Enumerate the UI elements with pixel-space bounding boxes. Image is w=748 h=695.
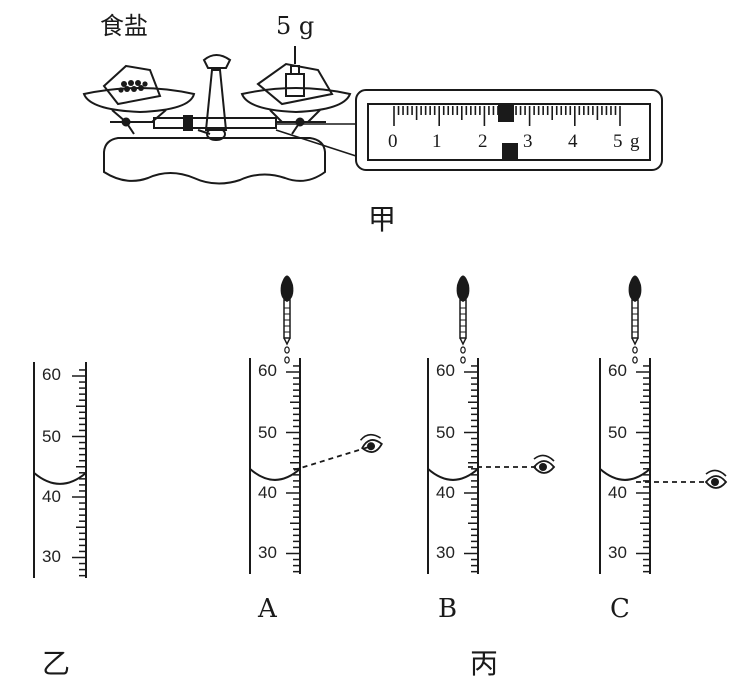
dropper-c: [628, 275, 642, 364]
sight-line-a: [293, 445, 373, 471]
droppers: [280, 275, 642, 364]
rider-marker-top: [498, 104, 514, 122]
beam-tick-5: 5: [613, 131, 623, 152]
c-scale-40: 40: [608, 483, 627, 502]
callout-lines: [275, 123, 357, 157]
dropper-a: [280, 275, 294, 364]
salt-grains: [118, 80, 148, 93]
weight-paper: [256, 62, 334, 106]
balance-rider: [183, 115, 193, 131]
weight-5g: [285, 46, 305, 97]
figure-label-bing: 丙: [470, 647, 499, 680]
salt-label: 食盐: [100, 12, 148, 40]
a-scale-50: 50: [258, 423, 277, 442]
eye-icon-b: [532, 454, 556, 474]
option-c-label: C: [610, 594, 630, 624]
beam-tick-1: 1: [432, 131, 442, 152]
yi-scale-60: 60: [42, 365, 61, 384]
cylinder-b-meniscus: [427, 468, 479, 481]
eye-icon-c: [704, 469, 728, 489]
option-a-label: A: [258, 594, 277, 624]
eye-icon-a: [359, 433, 383, 453]
figure-label-yi: 乙: [42, 647, 71, 680]
yi-scale-40: 40: [42, 487, 61, 506]
b-scale-40: 40: [436, 483, 455, 502]
a-scale-30: 30: [258, 543, 277, 562]
b-scale-30: 30: [436, 543, 455, 562]
figure-label-jia: 甲: [368, 203, 397, 236]
cylinders: [33, 358, 651, 578]
weight-label: 5 g: [276, 12, 315, 40]
rider-marker-bottom: [502, 143, 518, 159]
c-scale-50: 50: [608, 423, 627, 442]
scale-callout-outer: [355, 89, 663, 171]
balance-beam: [153, 117, 277, 129]
c-scale-60: 60: [608, 361, 627, 380]
beam-tick-0: 0: [388, 131, 398, 152]
option-b-label: B: [438, 594, 458, 624]
right-pan: [240, 87, 352, 114]
b-scale-60: 60: [436, 361, 455, 380]
cylinder-yi-meniscus: [33, 472, 87, 485]
beam-tick-3: 3: [523, 131, 533, 152]
yi-scale-30: 30: [42, 547, 61, 566]
eyes: [359, 433, 728, 489]
balance-base: [103, 137, 326, 185]
balance-pillar: [204, 69, 228, 131]
balance: [82, 46, 663, 185]
sight-lines: [293, 445, 706, 483]
beam-tick-4: 4: [568, 131, 578, 152]
yi-scale-50: 50: [42, 427, 61, 446]
dropper-b: [456, 275, 470, 364]
beam-tick-2: 2: [478, 131, 488, 152]
c-scale-30: 30: [608, 543, 627, 562]
a-scale-60: 60: [258, 361, 277, 380]
beam-unit: g: [630, 131, 640, 152]
salt-paper: [102, 64, 162, 106]
b-scale-50: 50: [436, 423, 455, 442]
a-scale-40: 40: [258, 483, 277, 502]
cylinder-a-meniscus: [249, 468, 301, 481]
cylinder-c-meniscus: [599, 468, 651, 481]
